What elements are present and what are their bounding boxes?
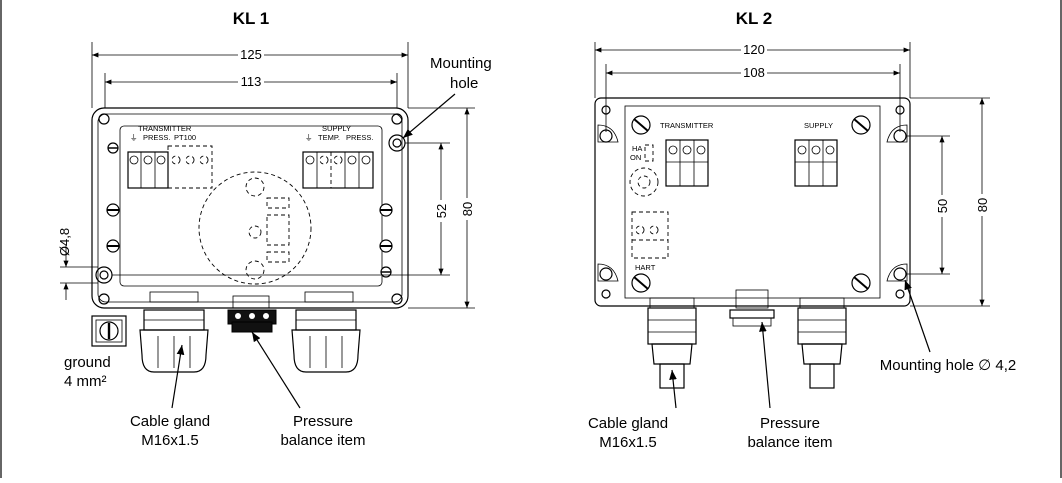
kl1-callout-gland-line2: M16x1.5 [141, 432, 199, 449]
kl2-dim-50: 50 [935, 199, 950, 213]
kl2-supply-terminals [794, 139, 838, 187]
kl2-drawing: KL 2 120 108 [588, 9, 1016, 451]
kl1-cable-gland-right [291, 309, 361, 373]
kl1-callout-ground-line2: 4 mm² [64, 373, 107, 390]
kl2-callout-gland-line2: M16x1.5 [599, 434, 657, 451]
kl2-pressure-leader [759, 321, 771, 409]
kl1-pressure-balance [227, 309, 277, 333]
kl2-gland-leader [669, 369, 677, 409]
kl2-label-ha: HA [632, 144, 642, 153]
kl2-cable-gland-right [797, 307, 847, 389]
kl1-ground-symbol-2: ⏚ [305, 133, 313, 142]
kl1-dim-52: 52 [434, 204, 449, 218]
kl1-label-temp: TEMP. [318, 133, 340, 142]
kl2-inner-box [624, 105, 881, 299]
kl1-dim-113: 113 [241, 74, 262, 89]
kl1-callout-gland-line1: Cable gland [130, 413, 210, 430]
kl1-dim-125: 125 [240, 47, 262, 62]
kl1-cable-gland-left [139, 309, 209, 373]
kl1-label-supply: SUPPLY [322, 124, 351, 133]
kl1-lid-screws [106, 142, 393, 278]
kl2-label-supply: SUPPLY [804, 121, 833, 130]
kl2-potentiometer [629, 167, 659, 197]
kl2-callout-pressure-line1: Pressure [760, 415, 820, 432]
kl2-label-hart: HART [635, 263, 656, 272]
kl1-dim-80: 80 [460, 202, 475, 216]
kl2-transmitter-terminals [665, 139, 709, 187]
kl1-ground-terminal [91, 315, 127, 347]
kl1-label-transmitter: TRANSMITTER [138, 124, 192, 133]
kl1-corner-holes [98, 113, 403, 305]
kl1-label-pt100: PT100 [174, 133, 196, 142]
kl2-callout-mounting: Mounting hole ∅ 4,2 [880, 357, 1017, 374]
kl2-label-on: ON [630, 153, 641, 162]
kl2-title: KL 2 [736, 9, 773, 28]
kl1-drawing: KL 1 125 113 [57, 9, 492, 449]
kl2-label-transmitter: TRANSMITTER [660, 121, 714, 130]
kl1-supply-terminals [302, 151, 374, 189]
kl1-label-press: PRESS. [143, 133, 171, 142]
kl2-corner-holes [601, 105, 905, 299]
kl1-mounting-leader [402, 93, 456, 139]
kl1-transmitter-terminals [127, 145, 213, 189]
kl1-callout-mounting-line2: hole [450, 75, 478, 92]
kl2-cable-gland-left [647, 307, 697, 389]
kl2-dim-108: 108 [743, 65, 765, 80]
kl1-ground-symbol: ⏚ [130, 133, 138, 142]
kl2-lid-screws [631, 115, 871, 293]
kl1-label-press2: PRESS. [346, 133, 374, 142]
kl2-callout-gland-line1: Cable gland [588, 415, 668, 432]
kl2-hart-block [631, 211, 669, 259]
kl1-gland-leader [171, 344, 185, 409]
kl2-housing [594, 97, 911, 307]
kl1-callout-pressure-line1: Pressure [293, 413, 353, 430]
kl2-pressure-balance [729, 309, 775, 327]
kl1-callout-pressure-line2: balance item [280, 432, 365, 449]
kl1-callout-ground-line1: ground [64, 354, 111, 371]
kl1-dim-hole: Ø4,8 [57, 228, 72, 256]
kl2-mounting-leader [904, 279, 931, 353]
kl1-sensor-outline [198, 171, 312, 285]
kl2-dim-120: 120 [743, 42, 765, 57]
kl2-callout-pressure-line2: balance item [747, 434, 832, 451]
kl1-callout-mounting-line1: Mounting [430, 55, 492, 72]
kl1-pressure-leader [251, 331, 301, 409]
kl1-title: KL 1 [233, 9, 270, 28]
kl2-dim-80: 80 [975, 198, 990, 212]
